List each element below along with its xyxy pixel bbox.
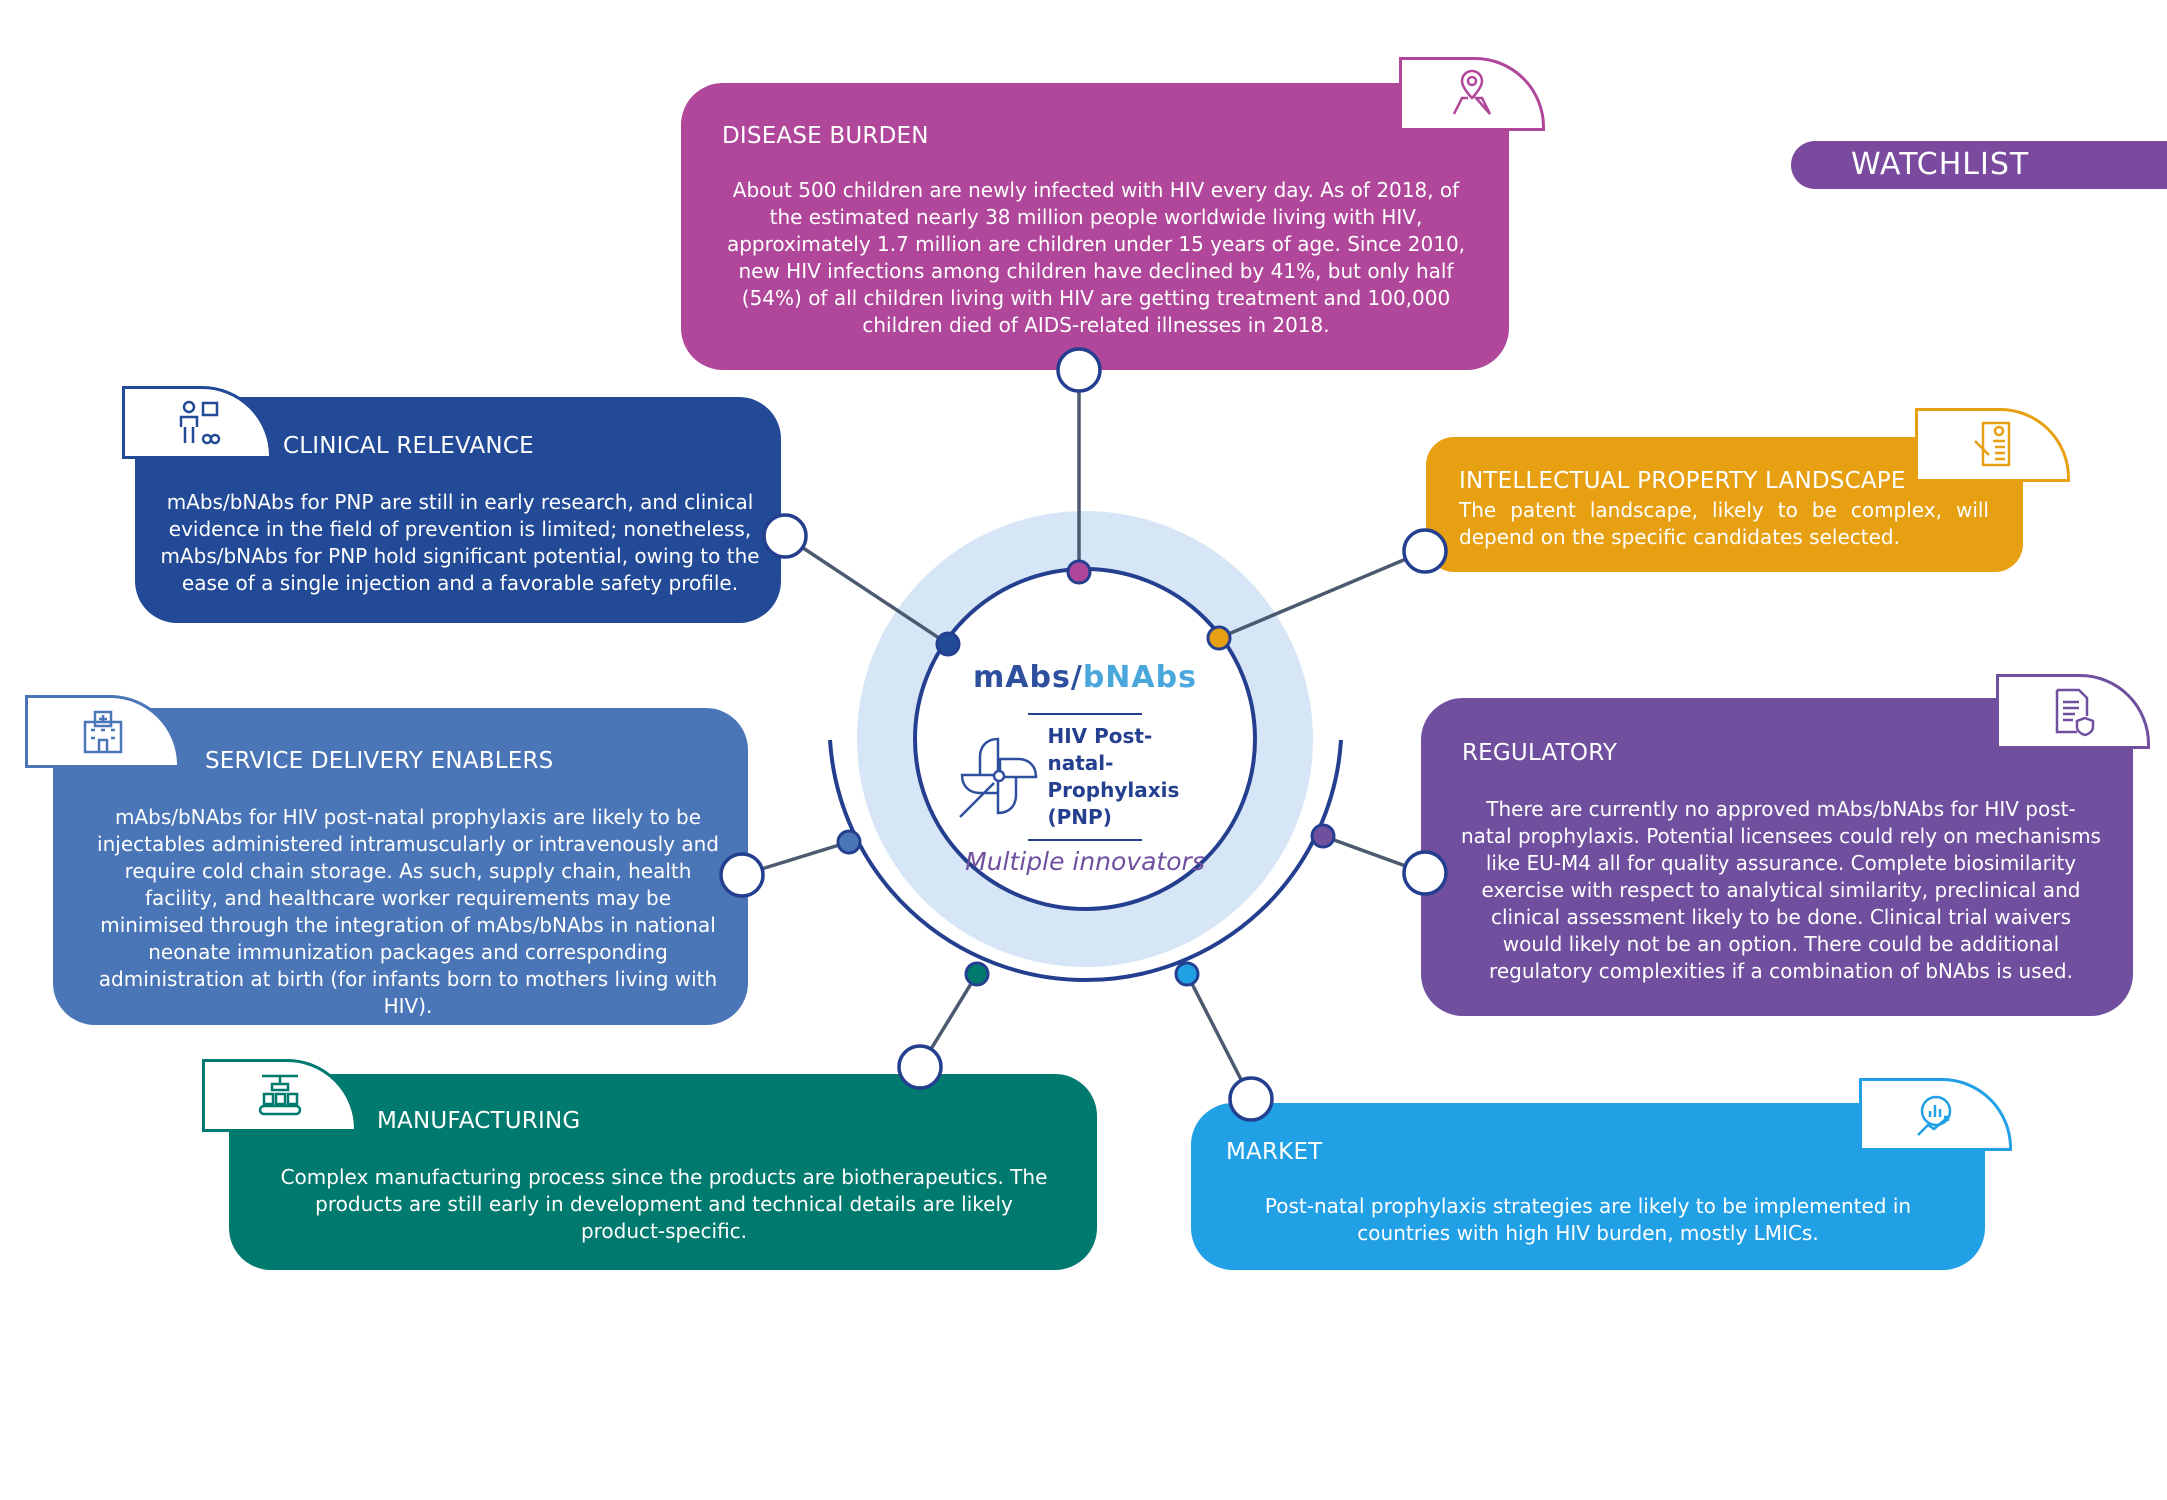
card-title: INTELLECTUAL PROPERTY LANDSCAPE: [1459, 468, 1906, 494]
card-text: About 500 children are newly infected wi…: [726, 178, 1466, 337]
card-disease-burden: DISEASE BURDEN About 500 children are ne…: [681, 83, 1509, 370]
card-title: REGULATORY: [1462, 740, 1618, 766]
map-pin-icon: [1452, 69, 1492, 115]
card-text: mAbs/bNAbs for PNP are still in early re…: [160, 490, 760, 595]
card-title: MANUFACTURING: [377, 1108, 581, 1134]
watchlist-banner: WATCHLIST: [1791, 141, 2167, 189]
innovators-label: Multiple innovators: [965, 847, 1205, 876]
center-title: mAbs/bNAbs: [915, 660, 1255, 695]
node-dot-manufacturing: [964, 961, 990, 987]
node-dot-clinical: [935, 631, 961, 657]
card-text: Complex manufacturing process since the …: [280, 1165, 1048, 1243]
card-text: mAbs/bNAbs for HIV post-natal prophylaxi…: [97, 805, 719, 1018]
card-service-delivery: SERVICE DELIVERY ENABLERS mAbs/bNAbs for…: [53, 708, 748, 1025]
center-hub: mAbs/bNAbs HIV Post-natal-Prophylaxis (P…: [915, 660, 1255, 876]
node-dot-disease: [1066, 559, 1092, 585]
hospital-icon: [83, 710, 122, 753]
card-title: DISEASE BURDEN: [722, 123, 929, 149]
pinwheel-icon: [958, 737, 1037, 818]
patent-document-icon: [1973, 421, 2010, 467]
regulatory-document-icon: [2055, 688, 2095, 736]
card-title: MARKET: [1226, 1139, 1323, 1165]
card-tab: [1399, 57, 1545, 131]
conveyor-icon: [258, 1074, 301, 1115]
node-dot-regulatory: [1310, 823, 1336, 849]
title-bnabs: bNAbs: [1082, 660, 1197, 695]
outer-arc: [828, 739, 1343, 983]
title-mabs: mAbs/: [973, 660, 1083, 695]
researcher-icon: [179, 400, 221, 444]
card-title: SERVICE DELIVERY ENABLERS: [205, 748, 554, 774]
card-regulatory: REGULATORY There are currently no approv…: [1421, 698, 2133, 1016]
card-market: MARKET Post-natal prophylaxis strategies…: [1191, 1103, 1985, 1270]
product-name: HIV Post-natal-Prophylaxis (PNP): [1047, 724, 1180, 829]
card-text: There are currently no approved mAbs/bNA…: [1461, 797, 2101, 983]
card-text: Post-natal prophylaxis strategies are li…: [1264, 1194, 1912, 1245]
card-title: CLINICAL RELEVANCE: [283, 433, 534, 459]
card-text: The patent landscape, likely to be compl…: [1459, 498, 1989, 549]
card-clinical-relevance: CLINICAL RELEVANCE mAbs/bNAbs for PNP ar…: [135, 397, 781, 623]
card-manufacturing: MANUFACTURING Complex manufacturing proc…: [229, 1074, 1097, 1270]
node-dot-service: [836, 829, 862, 855]
market-chart-icon: [1916, 1095, 1951, 1136]
node-dot-ip: [1206, 625, 1232, 651]
node-dot-market: [1174, 961, 1200, 987]
